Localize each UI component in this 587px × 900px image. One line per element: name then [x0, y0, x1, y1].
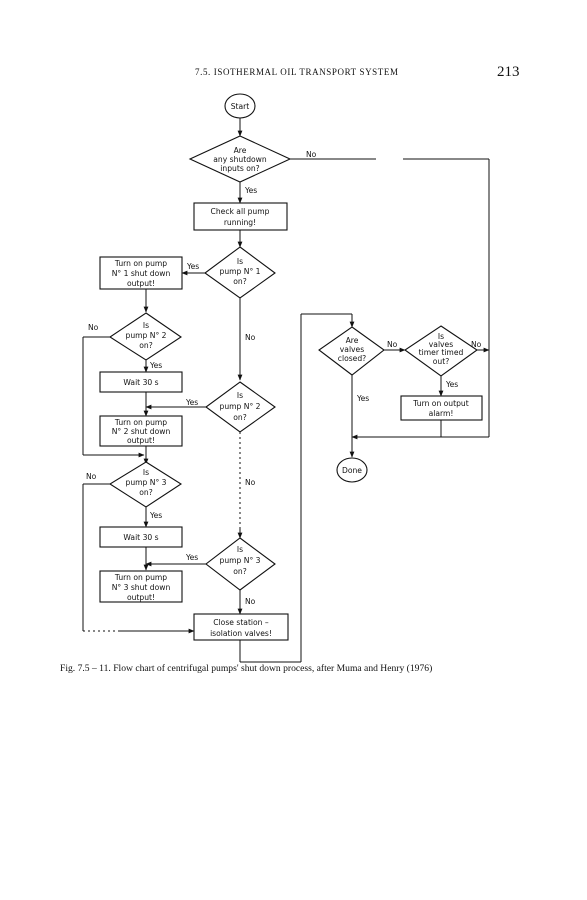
done-terminal: Done: [336, 457, 368, 483]
process-text-line: Check all pump: [211, 207, 270, 216]
process-turn-on-pump2: Turn on pump N° 2 shut down output!: [99, 415, 183, 447]
figure-caption: Fig. 7.5 – 11. Flow chart of centrifugal…: [60, 663, 433, 674]
decision-pump2: Is pump N° 2 on?: [205, 381, 276, 433]
label-no: No: [88, 323, 99, 332]
decision-text-line: valves: [340, 345, 364, 354]
label-no: No: [471, 340, 482, 349]
decision-text-line: Is: [438, 332, 444, 341]
process-text-line: Close station –: [213, 618, 269, 627]
process-text-line: running!: [224, 218, 256, 227]
process-text-line: N° 3 shut down: [112, 583, 171, 592]
label-no: No: [387, 340, 398, 349]
label-yes: Yes: [149, 511, 162, 520]
decision-text-line: closed?: [338, 354, 366, 363]
decision-pump3: Is pump N° 3 on?: [205, 537, 276, 591]
label-no: No: [245, 597, 256, 606]
start-terminal: Start: [224, 93, 256, 119]
decision-text-line: on?: [139, 488, 153, 497]
decision-text-line: Are: [346, 336, 359, 345]
process-text-line: Wait 30 s: [123, 533, 158, 542]
page-header: 7.5. ISOTHERMAL OIL TRANSPORT SYSTEM 213: [0, 64, 587, 84]
process-text-line: Turn on pump: [114, 259, 167, 268]
label-no: No: [245, 333, 256, 342]
process-text-line: Turn on pump: [114, 573, 167, 582]
process-wait-1: Wait 30 s: [99, 371, 183, 393]
decision-text-line: Is: [237, 391, 243, 400]
decision-valves-timer: Is valves timer timed out?: [404, 325, 478, 377]
decision-text-line: pump N° 3: [220, 556, 261, 565]
decision-text-line: Are: [234, 146, 247, 155]
label-no: No: [306, 150, 317, 159]
process-text-line: Turn on output: [412, 399, 468, 408]
decision-text-line: on?: [233, 413, 247, 422]
label-yes: Yes: [185, 398, 198, 407]
process-text-line: Turn on pump: [114, 418, 167, 427]
connectors: [82, 118, 490, 663]
decision-text-line: pump N° 1: [220, 267, 261, 276]
process-check-pumps: Check all pump running!: [193, 202, 288, 231]
decision-text-line: Is: [237, 545, 243, 554]
start-label: Start: [231, 102, 250, 111]
decision-text-line: Is: [143, 468, 149, 477]
label-yes: Yes: [186, 262, 199, 271]
process-close-station: Close station – isolation valves!: [193, 613, 289, 641]
process-text-line: output!: [127, 593, 155, 602]
label-yes: Yes: [445, 380, 458, 389]
process-text-line: alarm!: [429, 409, 454, 418]
process-text-line: N° 1 shut down: [112, 269, 171, 278]
process-turn-on-pump1: Turn on pump N° 1 shut down output!: [99, 256, 183, 290]
decision-pump3-left: Is pump N° 3 on?: [108, 461, 183, 508]
label-yes: Yes: [356, 394, 369, 403]
running-head: 7.5. ISOTHERMAL OIL TRANSPORT SYSTEM: [195, 67, 399, 77]
decision-valves-closed: Are valves closed?: [318, 326, 385, 376]
decision-text-line: pump N° 2: [126, 331, 167, 340]
done-label: Done: [342, 466, 362, 475]
decision-pump1: Is pump N° 1 on?: [204, 246, 276, 299]
process-text-line: Wait 30 s: [123, 378, 158, 387]
label-no: No: [245, 478, 256, 487]
process-text-line: isolation valves!: [210, 629, 272, 638]
process-wait-2: Wait 30 s: [99, 526, 183, 548]
decision-text-line: valves: [429, 340, 453, 349]
label-no: No: [86, 472, 97, 481]
decision-text-line: timer timed: [419, 348, 464, 357]
process-text-line: N° 2 shut down: [112, 427, 171, 436]
decision-pump2-left: Is pump N° 2 on?: [108, 312, 182, 361]
decision-text-line: out?: [433, 357, 449, 366]
process-turn-on-alarm: Turn on output alarm!: [400, 395, 483, 421]
page-number: 213: [497, 64, 520, 80]
decision-text-line: inputs on?: [220, 164, 259, 173]
decision-text-line: pump N° 3: [126, 478, 167, 487]
decision-text-line: pump N° 2: [220, 402, 261, 411]
process-turn-on-pump3: Turn on pump N° 3 shut down output!: [99, 570, 183, 603]
label-yes: Yes: [149, 361, 162, 370]
decision-text-line: on?: [233, 567, 247, 576]
decision-text-line: Is: [237, 257, 243, 266]
decision-text-line: any shutdown: [213, 155, 267, 164]
label-yes: Yes: [185, 553, 198, 562]
process-text-line: output!: [127, 436, 155, 445]
decision-shutdown-inputs: Are any shutdown inputs on?: [188, 135, 292, 183]
label-yes: Yes: [244, 186, 257, 195]
decision-text-line: on?: [233, 277, 247, 286]
process-text-line: output!: [127, 279, 155, 288]
decision-text-line: on?: [139, 341, 153, 350]
decision-text-line: Is: [143, 321, 149, 330]
